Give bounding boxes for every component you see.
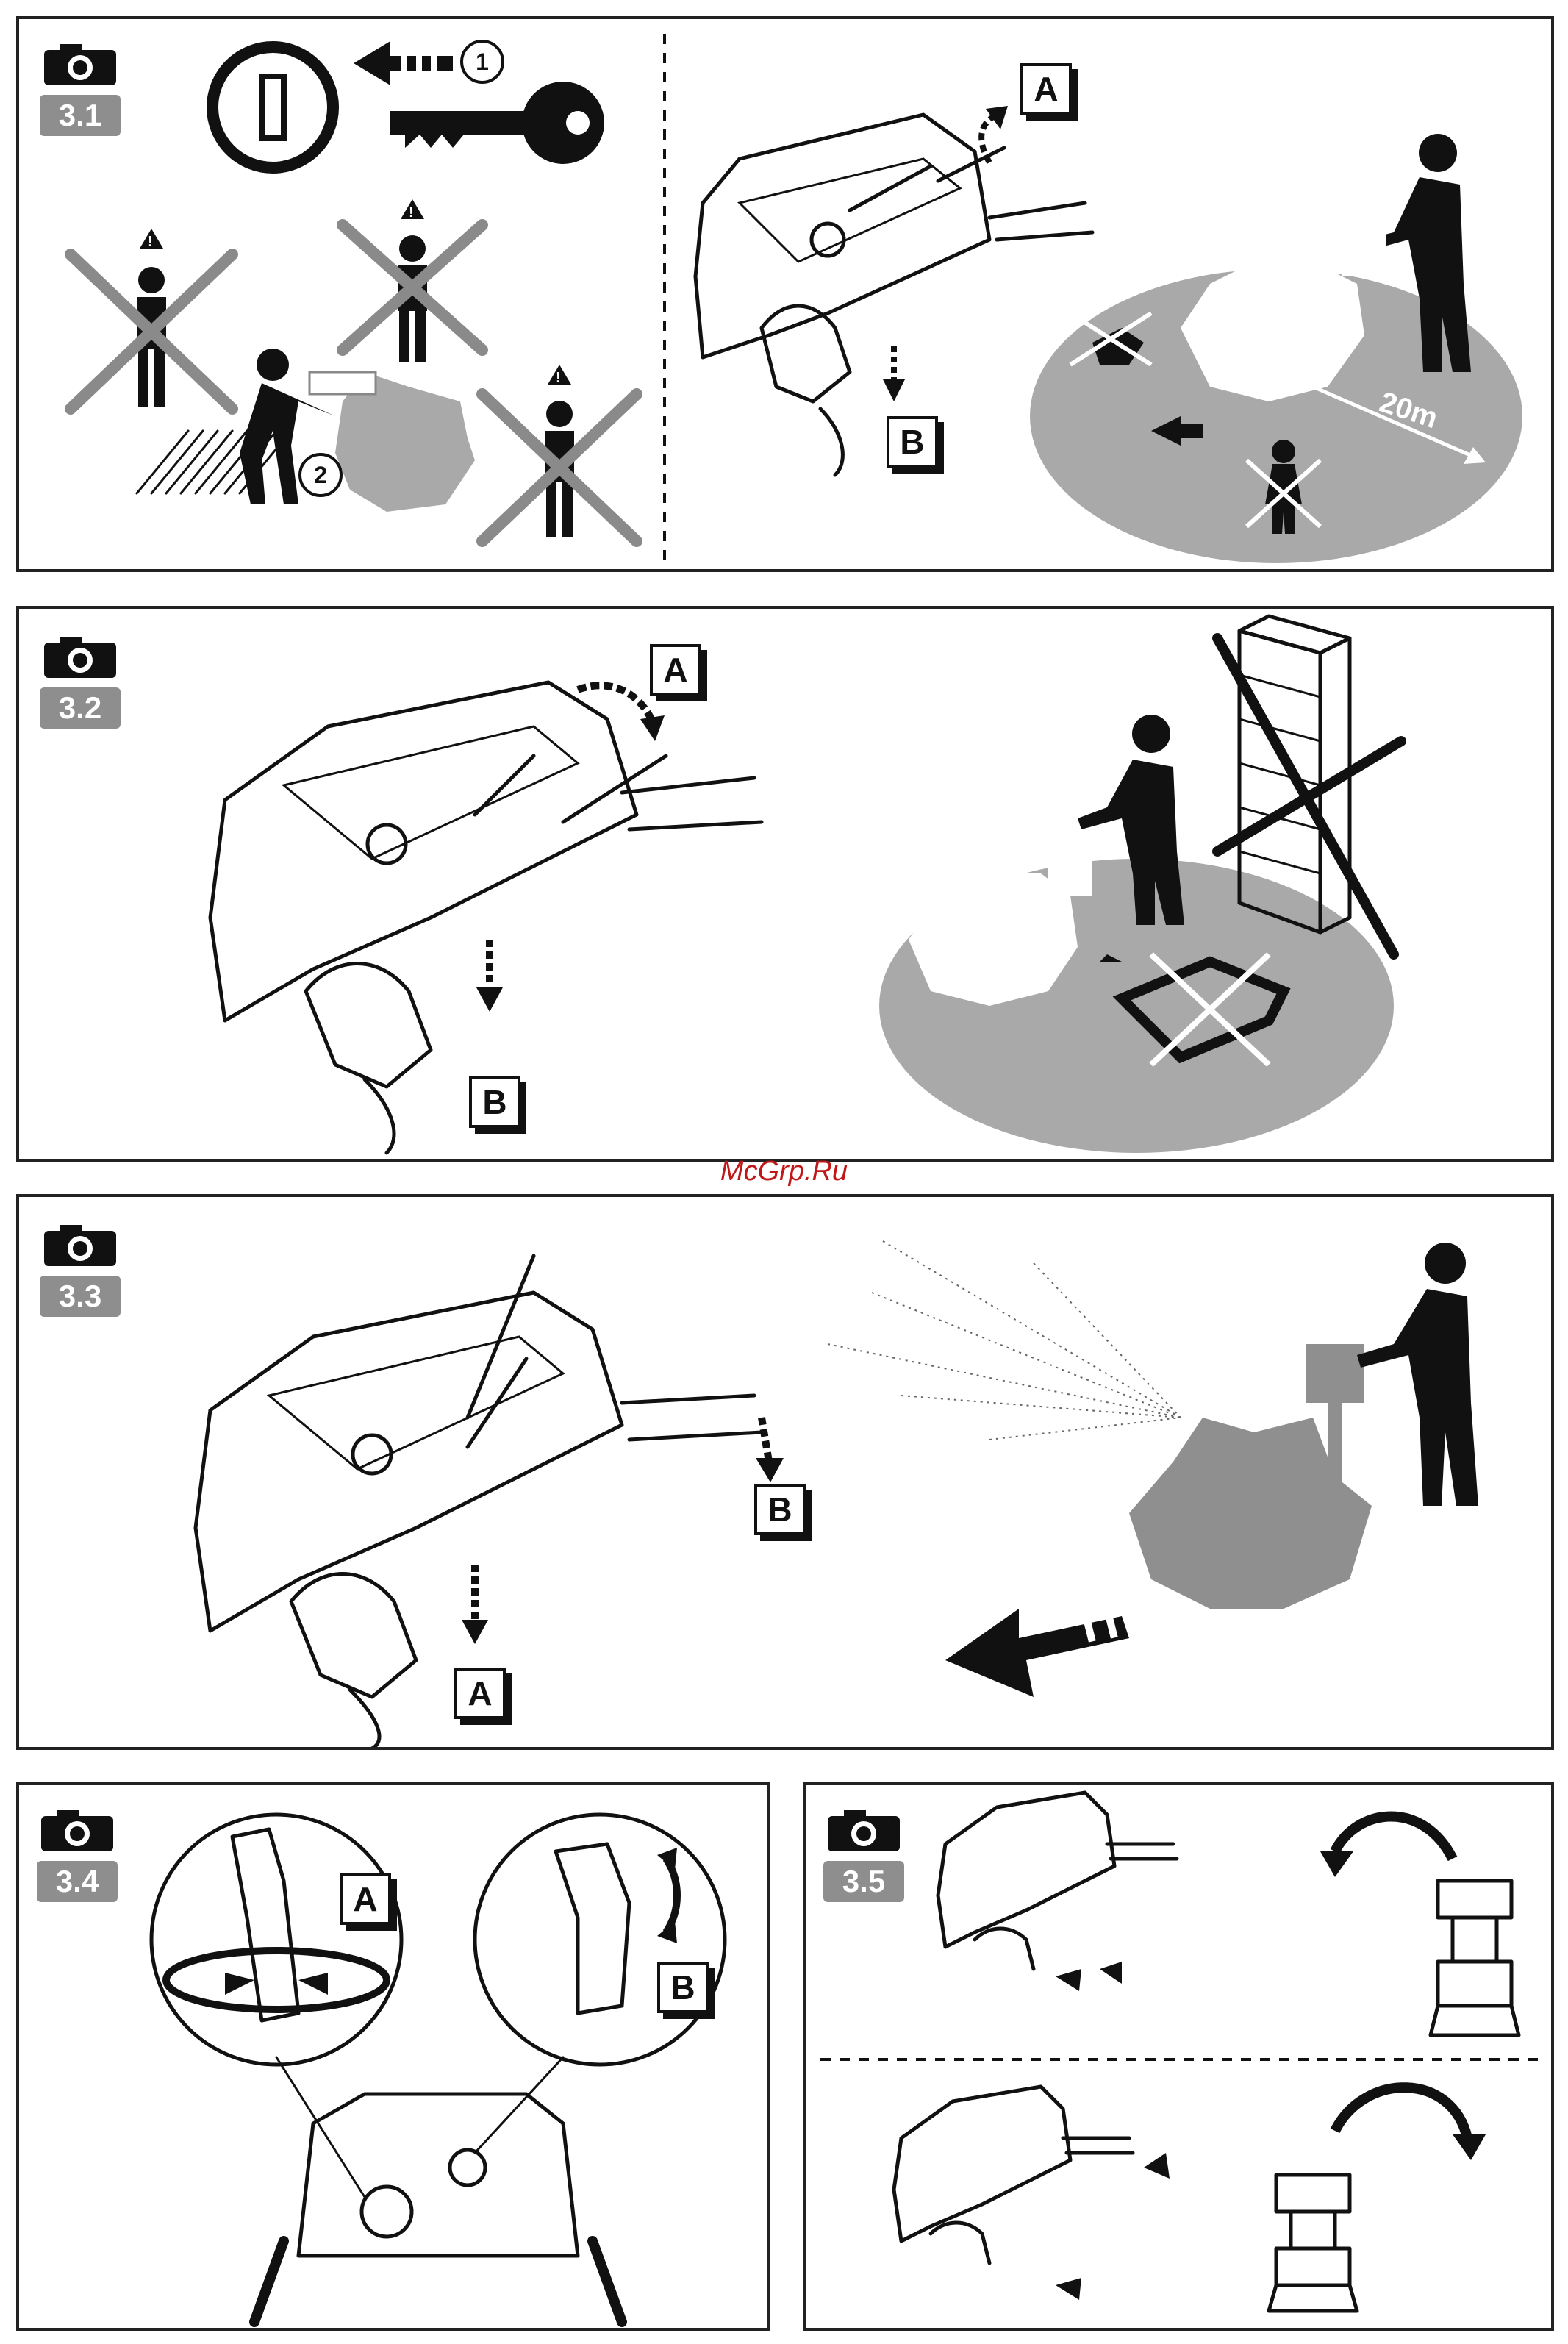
label-a: A	[454, 1668, 506, 1719]
drive-illustration	[19, 1197, 1554, 1750]
tilt-arrow-icon	[666, 1859, 677, 1932]
rotate-arrow-icon	[578, 685, 651, 719]
label-b: B	[657, 1962, 709, 2013]
panel-3-1: 3.1	[16, 16, 1554, 572]
snowblower-icon	[1129, 1344, 1372, 1609]
label-a: A	[650, 644, 701, 696]
warning-figure-left: !	[71, 229, 232, 409]
chute-control-illustration	[19, 609, 1554, 1162]
detail-circle-b	[475, 1815, 725, 2065]
panel-3-3: 3.3	[16, 1194, 1554, 1750]
ignition-switch-icon	[212, 47, 333, 168]
label-b: B	[887, 416, 938, 468]
control-panel-icon	[894, 2087, 1133, 2263]
control-panel-icon	[938, 1793, 1177, 1969]
warning-figure-middle: !	[343, 199, 482, 362]
turning-illustration	[806, 1785, 1554, 2331]
label-a: A	[1020, 63, 1072, 115]
control-panel-icon	[254, 2057, 622, 2322]
label-a: A	[340, 1873, 391, 1925]
chute-rotation-illustration	[19, 1785, 770, 2331]
label-b: B	[754, 1484, 806, 1535]
ignition-illustration: ! ! !	[19, 19, 1554, 572]
panel-3-2: 3.2	[16, 606, 1554, 1162]
down-arrow	[762, 1418, 769, 1462]
panel-3-5: 3.5	[803, 1782, 1554, 2331]
remove-key-arrow	[354, 41, 453, 85]
watermark: McGrp.Ru	[0, 1156, 1568, 1187]
svg-text:!: !	[148, 234, 153, 250]
panel-3-4: 3.4 A B	[16, 1782, 770, 2331]
snowblower-icon	[1431, 1881, 1519, 2035]
rotate-arrow-icon	[1335, 2087, 1467, 2138]
snow-spray-lines	[828, 1241, 1181, 1440]
svg-text:!: !	[556, 370, 561, 386]
warning-figure-right: !	[482, 365, 637, 541]
svg-text:!: !	[409, 204, 414, 221]
rotate-arrow-icon	[166, 1951, 387, 2009]
key-icon	[390, 82, 604, 164]
step-2-marker: 2	[298, 453, 343, 497]
direction-arrow	[945, 1608, 1129, 1697]
label-b: B	[469, 1076, 520, 1128]
person-icon	[1357, 1243, 1478, 1506]
step-1-marker: 1	[460, 40, 504, 84]
snowblower-icon	[1269, 2175, 1357, 2311]
